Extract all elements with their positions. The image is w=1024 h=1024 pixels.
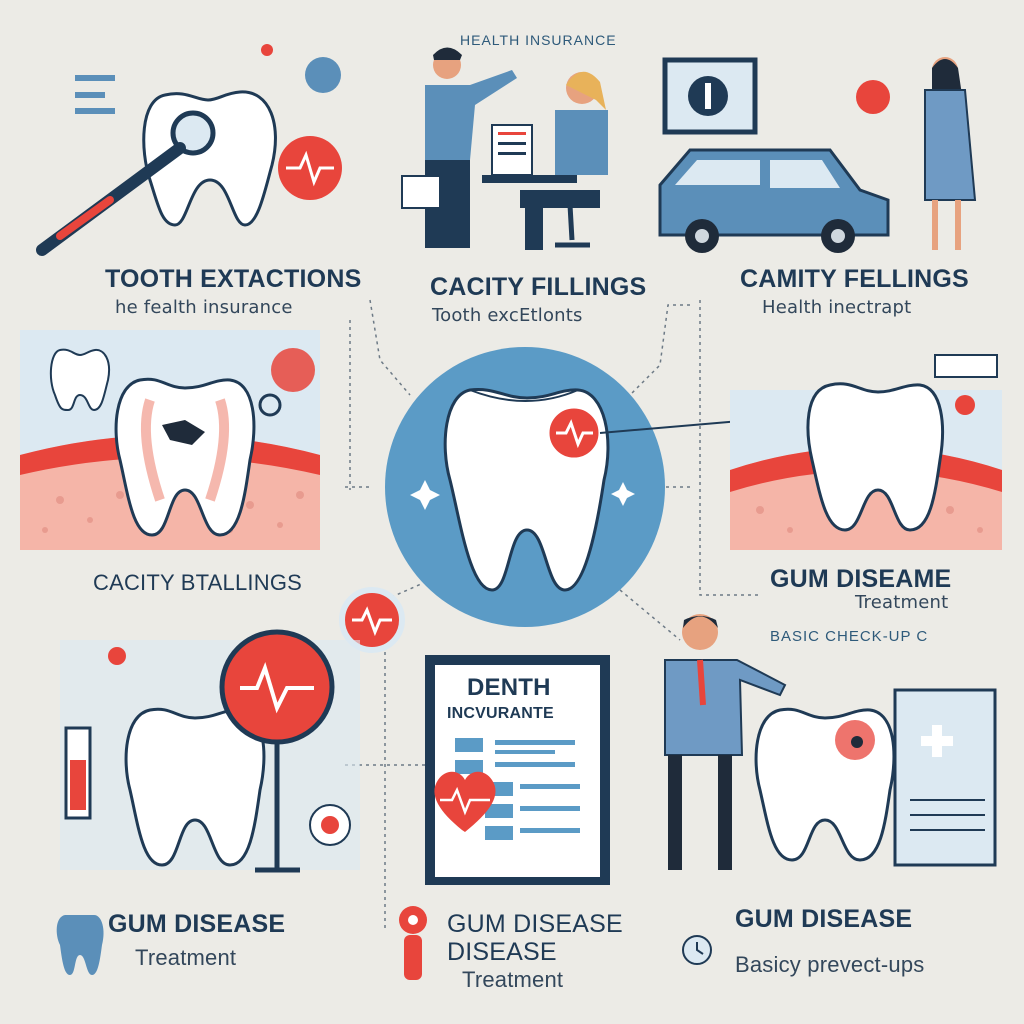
document-title: DENTH — [467, 674, 551, 701]
cacity-fillings-subtitle: Tooth excEtlonts — [432, 305, 583, 326]
gum-disease-right-title: GUM DISEASE — [735, 905, 913, 933]
gum-disease-center-subtitle: Treatment — [462, 967, 564, 992]
document-subtitle: INCVURANTE — [447, 705, 554, 722]
gum-diseame-subtitle: Treatment — [855, 592, 949, 613]
header-title: HEALTH INSURANCE — [460, 32, 617, 48]
camity-fellings-title: CAMITY FELLINGS — [740, 265, 969, 293]
gum-disease-right-subtitle: Basicy prevect-ups — [735, 952, 925, 977]
gum-disease-left-title: GUM DISEASE — [108, 910, 286, 938]
insurance-office-icon — [401, 47, 608, 250]
tooth-extractions-title: TOOTH EXTACTIONS — [105, 265, 362, 293]
center-tooth-icon — [385, 347, 753, 627]
gum-tooth-icon — [730, 354, 1002, 550]
cavity-tooth-icon — [20, 330, 320, 550]
small-tooth-icon — [56, 915, 104, 975]
doctor-van-icon — [658, 57, 977, 253]
camity-fellings-subtitle: Health inectrapt — [762, 297, 912, 318]
tooth-magnifier-icon — [36, 44, 342, 256]
dentist-icon — [664, 614, 997, 870]
gum-disease-left-subtitle: Treatment — [135, 945, 237, 970]
clock-icon — [682, 935, 712, 965]
location-pin-icon — [399, 906, 427, 980]
insurance-document-icon — [425, 655, 610, 885]
heartbeat-badge-icon — [339, 587, 405, 653]
tooth-extractions-subtitle: he fealth insurance — [115, 297, 293, 318]
cacity-fillings-title: CACITY FILLINGS — [430, 273, 647, 301]
gum-disease-center-line2: DISEASE — [447, 938, 557, 966]
gum-diseame-title: GUM DISEAME — [770, 565, 952, 593]
heart-tooth-icon — [60, 629, 360, 873]
gum-disease-center-title: GUM DISEASE — [447, 910, 623, 938]
basic-checkup-title: BASIC CHECK-UP C — [770, 628, 929, 645]
cacity-btallings-title: CACITY BTALLINGS — [93, 570, 302, 595]
